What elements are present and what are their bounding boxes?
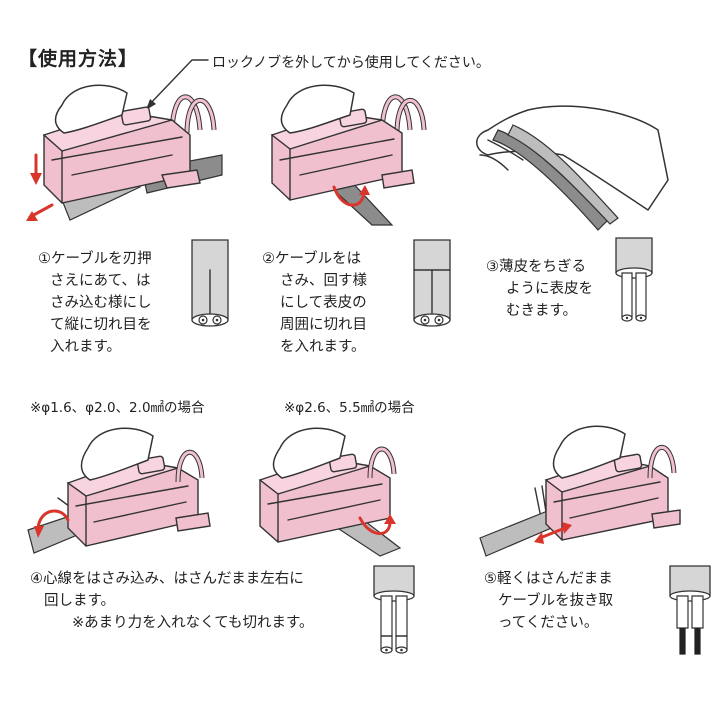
- cable-diagram-2: [413, 239, 451, 327]
- lock-knob-notice: ロックノブを外してから使用してください。: [212, 55, 490, 71]
- small-gauge-caption: ※φ1.6、φ2.0、2.0㎟の場合: [30, 400, 205, 416]
- rotate-arrow-icon: [358, 516, 392, 535]
- hand-icon: [280, 84, 355, 134]
- hand-icon: [80, 427, 154, 481]
- hand-icon: [552, 425, 626, 479]
- step6-illustration: [479, 425, 681, 557]
- step1-text: ①ケーブルを刃押 さえにあて、は さみ込む様にし て縦に切れ目を 入れます。: [38, 251, 152, 355]
- step2-text: ②ケーブルをは さみ、回す様 にして表皮の 周囲に切れ目 を入れます。: [262, 251, 367, 355]
- large-gauge-caption: ※φ2.6、5.5㎟の場合: [284, 400, 415, 416]
- cable-diagram-1: [191, 239, 229, 327]
- step3-text: ③薄皮をちぎる ように表皮を むきます。: [486, 259, 593, 319]
- cable-diagram-4: [373, 565, 415, 654]
- step4-text: ④心線をはさみ込み、はさんだまま左右に 回します。 ※あまり力を入れなくても切れ…: [30, 571, 314, 631]
- rotate-arrow-icon: [36, 509, 70, 530]
- page-title: 【使用方法】: [18, 48, 139, 70]
- hand-icon: [54, 84, 128, 134]
- step4-illustration: [27, 427, 211, 554]
- step5-text: ⑤軽くはさんだまま ケーブルを抜き取 ってください。: [484, 571, 614, 631]
- step5-illustration: [258, 427, 402, 557]
- push-arrow-icon: [538, 526, 567, 540]
- step2-illustration: [270, 84, 427, 226]
- cable-diagram-3: [615, 237, 653, 322]
- cable-icon: [479, 509, 557, 557]
- hand-icon: [272, 427, 346, 479]
- cable-diagram-5: [669, 565, 711, 655]
- step3-illustration: [476, 105, 669, 231]
- step1-illustration: [26, 84, 223, 221]
- rotate-arrow-icon: [332, 185, 366, 207]
